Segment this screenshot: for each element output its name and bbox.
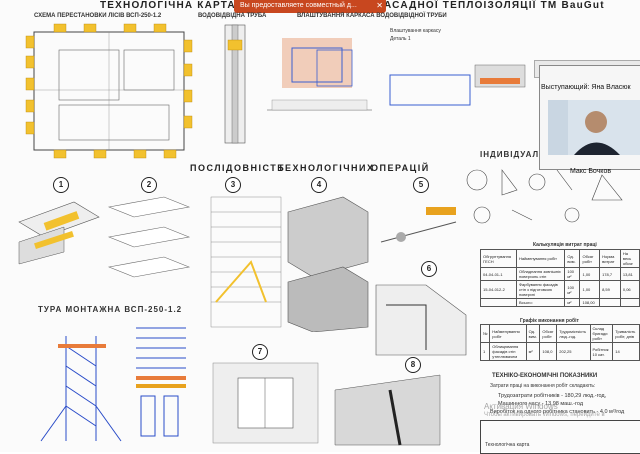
step3-illustration: [210, 196, 282, 328]
table-header-cell: Норма витрат: [599, 249, 621, 268]
title-block-stamp: Технологічна карта: [480, 420, 640, 454]
step1-illustration: [18, 201, 100, 265]
heading-technological: ТЕХНОЛОГІЧНИХ: [278, 163, 375, 173]
svg-text:Влаштування каркасу: Влаштування каркасу: [390, 28, 441, 34]
step-number-6: 6: [421, 261, 437, 277]
table-cell: 1,00: [579, 267, 601, 281]
table-cell: Всього:: [515, 298, 566, 307]
step4-illustration: [287, 196, 369, 332]
scheme-caption: СХЕМА ПЕРЕСТАНОВКИ ЛІСІВ ВСП-250-1.2: [34, 13, 162, 19]
frame-caption: ВЛАШТУВАННЯ КАРКАСА ВОДОВІДВІДНОЇ ТРУБИ: [297, 13, 447, 19]
step-number-7: 7: [252, 344, 268, 360]
table-header-cell: На весь обсяг: [619, 249, 640, 268]
table-cell: 108,00: [579, 298, 601, 307]
table-cell: м²: [564, 298, 581, 307]
tep-line-1: Трудозатрати робітників - 180,29 люд.-го…: [498, 393, 607, 399]
individual-tools-drawing: [466, 169, 623, 224]
table-cell: [619, 298, 640, 307]
participant-avatar: [548, 100, 640, 155]
downpipe-drawing: [224, 24, 246, 144]
table-header-cell: Обсяг робіт: [579, 249, 601, 268]
svg-text:Деталь 1: Деталь 1: [390, 36, 411, 42]
active-speaker-label: Выступающий: Яна Власюк: [541, 84, 631, 91]
table-cell: 1,00: [579, 280, 601, 299]
table-cell: Обладнання зовнішніх поверхонь стін: [515, 267, 566, 281]
table-cell: 100 м²: [564, 280, 581, 299]
heading-operations: ОПЕРАЦІЙ: [371, 163, 430, 173]
scaffold-tower-drawing: [40, 327, 186, 442]
schedule-cell: 14: [612, 342, 640, 361]
schedule-cell: 1: [479, 342, 491, 361]
tower-heading: ТУРА МОНТАЖНА ВСП-250-1.2: [38, 305, 183, 314]
table-row: 04-04-01-1 Обладнання зовнішніх поверхон…: [480, 267, 640, 281]
step-number-2: 2: [141, 177, 157, 193]
table-cell: 8,59: [599, 280, 621, 299]
schedule-cell: 202,25: [556, 342, 591, 361]
schedule-header-cell: Трудомісткість люд.-год.: [556, 324, 591, 343]
labor-calculation-table: Обгрунтування ГЕСН Найменування робіт Од…: [480, 249, 640, 307]
tep-note: Затрати праці на виконання робіт складаю…: [490, 383, 596, 389]
schedule-header-cell: Тривалість робіт, днів: [612, 324, 640, 343]
table-header-cell: Найменування робіт: [515, 249, 566, 268]
table-cell: [599, 298, 621, 307]
tep-line-3: Виробіток на одного робітника становить …: [490, 409, 625, 415]
materials-heading: Калькуляція витрат праці: [533, 242, 597, 248]
table-header-cell: Од. вим.: [564, 249, 581, 268]
close-icon[interactable]: ✕: [376, 1, 383, 10]
step-number-3: 3: [225, 177, 241, 193]
tep-line-2: Машинного часу - 13,98 маш.-год: [498, 401, 584, 407]
step8-illustration: [334, 374, 441, 446]
schedule-row: 1 Облицювання фасадів стін утеплювачем м…: [479, 342, 640, 361]
table-cell: 100 м²: [564, 267, 581, 281]
screen-share-banner[interactable]: Вы предоставляете совместный д... ✕: [234, 0, 386, 13]
windows-activation-text: Чтобы активировать Windows, перейдите в: [484, 412, 605, 418]
step7-illustration: [212, 362, 319, 444]
table-row: 15-04-012-2 Фарбування фасадів стін з пі…: [480, 280, 640, 299]
schedule-header-cell: Склад бригади робіт: [589, 324, 614, 343]
stamp-text: Технологічна карта: [485, 442, 530, 448]
schedule-heading: Графік виконання робіт: [520, 318, 579, 324]
sheet-title: ТЕХНОЛОГІЧНА КАРТА НА: [100, 0, 257, 11]
step5-illustration: [380, 207, 457, 243]
table-cell: Фарбування фасадів стін з підготовкою по…: [515, 280, 566, 299]
banner-text: Вы предоставляете совместный д...: [240, 2, 357, 9]
table-cell: 15-04-012-2: [480, 280, 517, 299]
schedule-cell: Робітник 10 кат.: [589, 342, 614, 361]
step2-illustration: [107, 196, 191, 278]
step6-illustration: [375, 284, 467, 356]
table-row: Всього: м² 108,00: [480, 298, 640, 307]
windows-activation-title: Активация Windows: [484, 402, 558, 411]
schedule-table: № Найменування робіт Од. вим. Обсяг робі…: [479, 324, 640, 361]
schedule-header-cell: Обсяг робіт: [539, 324, 558, 343]
downpipe-caption: ВОДОВІДВІДНА ТРУБА: [198, 13, 267, 19]
sheet-title-right: АСАДНОЇ ТЕПЛОІЗОЛЯЦІЇ ТМ BauGut: [384, 0, 605, 11]
schedule-header-cell: Найменування робіт: [489, 324, 527, 343]
table-header-cell: Обгрунтування ГЕСН: [480, 249, 517, 268]
frame-section-drawing: [267, 38, 372, 111]
table-cell: 178,7: [599, 267, 621, 281]
tep-heading: ТЕХНІКО-ЕКОНОМІЧНІ ПОКАЗНИКИ: [492, 373, 598, 379]
table-cell: [480, 298, 517, 307]
step-number-1: 1: [53, 177, 69, 193]
floor-plan-drawing: [25, 23, 193, 159]
schedule-cell: Облицювання фасадів стін утеплювачем: [489, 342, 527, 361]
individual-heading: ІНДИВІДУАЛЬН: [480, 150, 553, 159]
heading-sequence: ПОСЛІДОВНІСТЬ: [190, 163, 286, 173]
schedule-header-cell: Од. вим.: [525, 324, 541, 343]
participant-video[interactable]: [548, 100, 640, 155]
schedule-header-cell: №: [479, 324, 491, 343]
schedule-cell: м²: [525, 342, 541, 361]
schedule-cell: 108,0: [539, 342, 558, 361]
table-cell: 04-04-01-1: [480, 267, 517, 281]
step-number-8: 8: [405, 357, 421, 373]
participant-name: Макс Бочков: [569, 168, 612, 175]
step-number-5: 5: [413, 177, 429, 193]
table-cell: 0,06: [619, 280, 640, 299]
step-number-4: 4: [311, 177, 327, 193]
table-cell: 13,81: [619, 267, 640, 281]
